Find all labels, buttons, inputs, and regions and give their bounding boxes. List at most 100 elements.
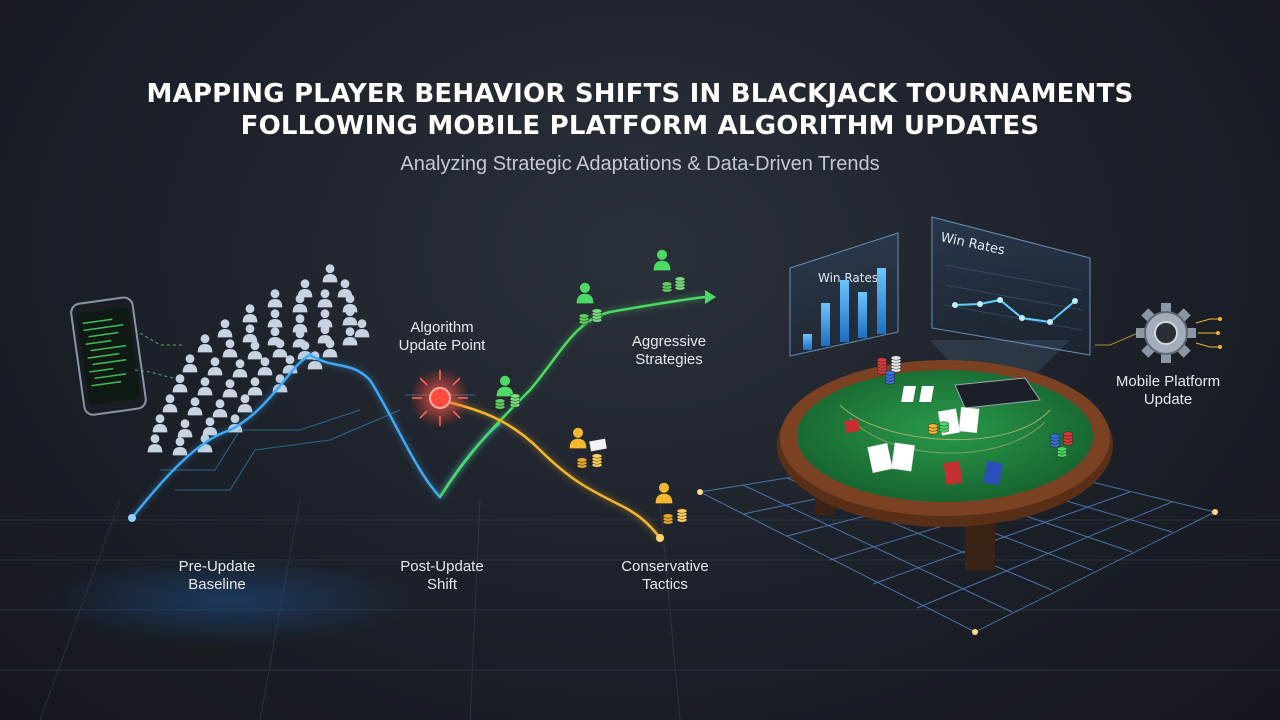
conservative-end-node	[656, 534, 664, 542]
bar-chart-panel: Win Rates	[789, 232, 899, 357]
person-icon	[187, 397, 203, 416]
mobile-update-label-line-1: Mobile Platform	[1115, 373, 1221, 390]
chip-stack-icon	[1062, 431, 1074, 446]
grid-node	[697, 489, 703, 495]
page-subtitle: Analyzing Strategic Adaptations & Data-D…	[400, 153, 880, 175]
mobile-update-label-line-2: Update	[1143, 391, 1193, 408]
person-icon	[222, 339, 238, 358]
chip-stack-icon	[591, 308, 603, 323]
person-icon	[152, 414, 168, 433]
gear-connector	[1095, 332, 1139, 346]
person-icon	[172, 437, 188, 456]
person-icon	[172, 374, 188, 393]
smartphone-icon	[70, 296, 147, 416]
grid-node	[972, 629, 978, 635]
chip-stack-icon	[591, 453, 603, 468]
bar-mark	[821, 303, 830, 346]
aggressive-arrowhead	[705, 290, 716, 304]
person-icon	[242, 304, 258, 323]
bar-mark	[858, 292, 867, 338]
person-icon	[342, 327, 358, 346]
chip-stack-icon	[576, 457, 588, 469]
person-icon	[197, 334, 213, 353]
floor-glow	[40, 555, 420, 645]
mobile-platform-update-label: Mobile Platform Update	[1088, 373, 1248, 409]
pre-update-baseline-label: Pre-Update Baseline	[137, 558, 297, 594]
person-icon	[322, 339, 338, 358]
person-icon	[222, 379, 238, 398]
person-icon	[202, 417, 218, 436]
aggressive-label-line-2: Strategies	[635, 351, 703, 368]
person-icon	[207, 357, 223, 376]
person-icon	[212, 399, 228, 418]
chip-stack-icon	[662, 513, 674, 525]
person-icon	[322, 264, 338, 283]
person-icon	[242, 324, 258, 343]
person-icon	[247, 341, 263, 360]
baseline-start-node	[128, 514, 136, 522]
person-icon	[576, 282, 594, 304]
person-icon	[177, 419, 193, 438]
chip-stack-icon	[884, 370, 896, 385]
person-icon	[147, 434, 163, 453]
chip-stack-icon	[494, 398, 506, 410]
card-icon	[589, 438, 607, 452]
person-icon	[655, 482, 673, 504]
person-icon	[247, 377, 263, 396]
person-icon	[217, 319, 233, 338]
post-update-label-line-1: Post-Update	[400, 558, 484, 575]
person-icon	[317, 289, 333, 308]
player-crowd	[147, 264, 370, 456]
strategy-players	[494, 249, 688, 525]
algorithm-update-label: Algorithm Update Point	[362, 319, 522, 355]
grid-node	[1212, 509, 1218, 515]
chip-stack-icon	[1049, 433, 1061, 448]
person-icon	[342, 307, 358, 326]
aggressive-line-glow	[437, 294, 706, 499]
gear-icon	[1136, 303, 1222, 363]
chip-stack-icon	[578, 313, 590, 325]
person-icon	[237, 394, 253, 413]
person-icon	[232, 359, 248, 378]
line-chart-panel: Win Rates	[931, 216, 1091, 356]
bar-mark	[877, 268, 886, 334]
person-icon	[267, 309, 283, 328]
chip-stack-icon	[938, 421, 950, 433]
person-icon	[292, 294, 308, 313]
algorithm-update-label-line-1: Algorithm	[410, 319, 474, 336]
page-title: MAPPING PLAYER BEHAVIOR SHIFTS IN BLACKJ…	[0, 78, 1280, 142]
pre-update-label-line-1: Pre-Update	[178, 558, 256, 575]
chip-stack-icon	[876, 357, 888, 375]
algorithm-update-label-line-2: Update Point	[398, 337, 486, 354]
chip-stack-icon	[676, 508, 688, 523]
person-icon	[272, 339, 288, 358]
person-icon	[496, 375, 514, 397]
bar-panel-title: Win Rates	[818, 271, 878, 285]
title-line-2: FOLLOWING MOBILE PLATFORM ALGORITHM UPDA…	[240, 111, 1040, 141]
post-update-label-line-2: Shift	[426, 576, 457, 593]
conservative-label-line-1: Conservative	[621, 558, 709, 575]
chip-stack-icon	[674, 276, 686, 291]
person-icon	[257, 357, 273, 376]
person-icon	[162, 394, 178, 413]
chip-stack-icon	[890, 355, 902, 373]
post-update-shift-label: Post-Update Shift	[362, 558, 522, 594]
aggressive-strategies-label: Aggressive Strategies	[589, 333, 749, 369]
blackjack-table	[777, 355, 1113, 570]
person-icon	[197, 377, 213, 396]
person-icon	[317, 309, 333, 328]
bar-mark	[840, 280, 849, 342]
chip-stack-icon	[509, 393, 521, 408]
bar-mark	[803, 334, 812, 350]
person-icon	[653, 249, 671, 271]
conservative-tactics-label: Conservative Tactics	[585, 558, 745, 594]
update-point-marker	[410, 368, 470, 428]
title-line-1: MAPPING PLAYER BEHAVIOR SHIFTS IN BLACKJ…	[146, 79, 1134, 109]
conservative-line	[447, 400, 661, 539]
chip-stack-icon	[1056, 446, 1068, 458]
person-icon	[267, 289, 283, 308]
line-panel-series	[954, 298, 1076, 324]
person-icon	[182, 354, 198, 373]
chip-stack-icon	[661, 281, 673, 293]
